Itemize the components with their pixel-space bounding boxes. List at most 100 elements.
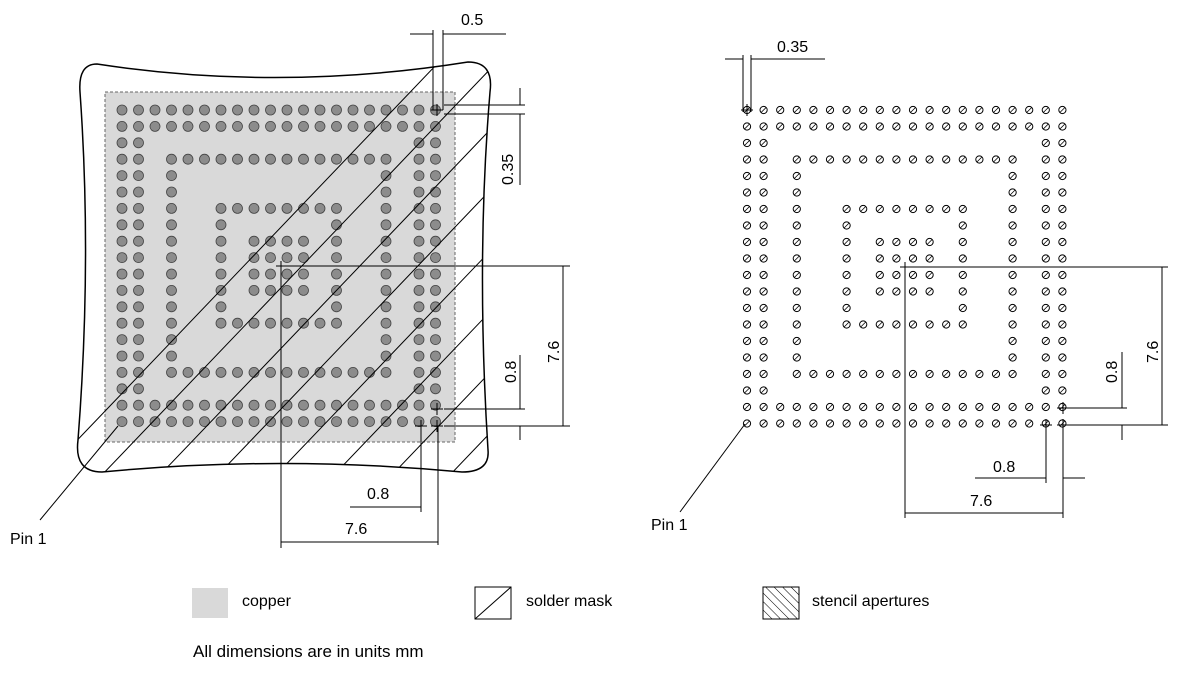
stencil-aperture bbox=[908, 105, 918, 115]
pad bbox=[166, 350, 177, 362]
pad bbox=[166, 219, 177, 231]
stencil-aperture bbox=[759, 138, 768, 148]
stencil-aperture bbox=[742, 287, 752, 296]
stencil-aperture bbox=[742, 303, 752, 313]
stencil-aperture bbox=[1041, 353, 1050, 362]
pad bbox=[430, 219, 441, 231]
stencil-aperture bbox=[925, 204, 934, 214]
hatch-line bbox=[774, 40, 1200, 500]
stencil-aperture bbox=[875, 320, 884, 329]
pad bbox=[413, 170, 425, 182]
pad bbox=[430, 399, 441, 411]
pad bbox=[397, 104, 408, 116]
stencil-aperture bbox=[759, 369, 768, 379]
pad bbox=[331, 366, 342, 378]
pad bbox=[166, 284, 177, 296]
pad bbox=[133, 334, 144, 346]
pad bbox=[232, 121, 243, 132]
dim-pitch-vertical-right bbox=[1068, 352, 1168, 440]
stencil-aperture bbox=[892, 320, 901, 329]
pad bbox=[314, 366, 326, 378]
stencil-aperture bbox=[958, 221, 967, 230]
stencil-aperture bbox=[908, 122, 918, 131]
aperture-reference-mark bbox=[1057, 402, 1069, 414]
stencil-aperture bbox=[1008, 287, 1017, 296]
pad bbox=[133, 186, 144, 198]
dim-label-pitch-horizontal-right: 0.8 bbox=[993, 459, 1015, 476]
stencil-aperture bbox=[759, 155, 768, 164]
pad bbox=[413, 104, 425, 116]
copper-area bbox=[104, 91, 456, 443]
stencil-aperture bbox=[908, 254, 918, 263]
pad bbox=[116, 350, 128, 362]
pad bbox=[298, 268, 309, 280]
pad bbox=[248, 284, 260, 296]
stencil-aperture bbox=[792, 221, 801, 230]
pad bbox=[298, 235, 309, 247]
pad bbox=[215, 235, 227, 247]
dim-pitch-horizontal bbox=[350, 426, 439, 545]
pad bbox=[248, 252, 260, 264]
pad bbox=[248, 121, 260, 132]
stencil-aperture bbox=[942, 402, 951, 412]
pad bbox=[133, 284, 144, 296]
pad bbox=[331, 219, 342, 231]
pad bbox=[116, 317, 128, 329]
pad bbox=[116, 252, 128, 264]
stencil-aperture bbox=[792, 204, 801, 214]
pad bbox=[133, 235, 144, 247]
hatch-line bbox=[77, 62, 461, 472]
stencil-aperture bbox=[742, 320, 752, 329]
stencil-aperture bbox=[958, 254, 967, 263]
stencil-aperture bbox=[809, 105, 818, 115]
hatch-line bbox=[367, 62, 491, 472]
stencil-aperture bbox=[792, 105, 801, 115]
pad bbox=[215, 416, 227, 428]
stencil-aperture bbox=[1008, 188, 1017, 197]
pad bbox=[133, 416, 144, 428]
stencil-aperture bbox=[875, 237, 884, 247]
pad bbox=[413, 268, 425, 280]
stencil-aperture bbox=[1058, 221, 1067, 230]
pad bbox=[199, 366, 210, 378]
pad bbox=[347, 153, 359, 165]
stencil-aperture bbox=[825, 402, 835, 412]
hatch-line bbox=[251, 62, 491, 472]
stencil-aperture bbox=[1008, 105, 1017, 115]
pad bbox=[331, 301, 342, 313]
pad bbox=[265, 268, 276, 280]
pad bbox=[133, 121, 144, 132]
pad bbox=[331, 153, 342, 165]
legend-swatch-solder-mask bbox=[474, 586, 512, 620]
pad bbox=[265, 284, 276, 296]
stencil-aperture bbox=[842, 270, 851, 280]
pad bbox=[199, 399, 210, 411]
stencil-aperture bbox=[859, 204, 868, 214]
pad bbox=[380, 416, 392, 428]
units-note: All dimensions are in units mm bbox=[193, 642, 424, 661]
stencil-aperture bbox=[792, 353, 801, 362]
pad bbox=[281, 104, 293, 116]
pad bbox=[166, 301, 177, 313]
stencil-aperture bbox=[1058, 336, 1067, 346]
stencil-aperture bbox=[842, 402, 851, 412]
pad bbox=[166, 399, 177, 411]
stencil-aperture bbox=[1058, 320, 1067, 329]
pad bbox=[149, 399, 161, 411]
pad bbox=[430, 202, 441, 214]
pad bbox=[166, 170, 177, 182]
pad bbox=[347, 366, 359, 378]
pad bbox=[166, 153, 177, 165]
stencil-aperture bbox=[742, 386, 752, 395]
stencil-aperture bbox=[1041, 303, 1050, 313]
pad bbox=[298, 416, 309, 428]
stencil-aperture bbox=[892, 270, 901, 280]
stencil-aperture bbox=[958, 402, 967, 412]
pad bbox=[248, 416, 260, 428]
stencil-aperture bbox=[842, 122, 851, 131]
stencil-aperture bbox=[842, 369, 851, 379]
pad bbox=[298, 252, 309, 264]
pad bbox=[182, 153, 194, 165]
pad bbox=[166, 334, 177, 346]
stencil-aperture bbox=[809, 419, 818, 428]
